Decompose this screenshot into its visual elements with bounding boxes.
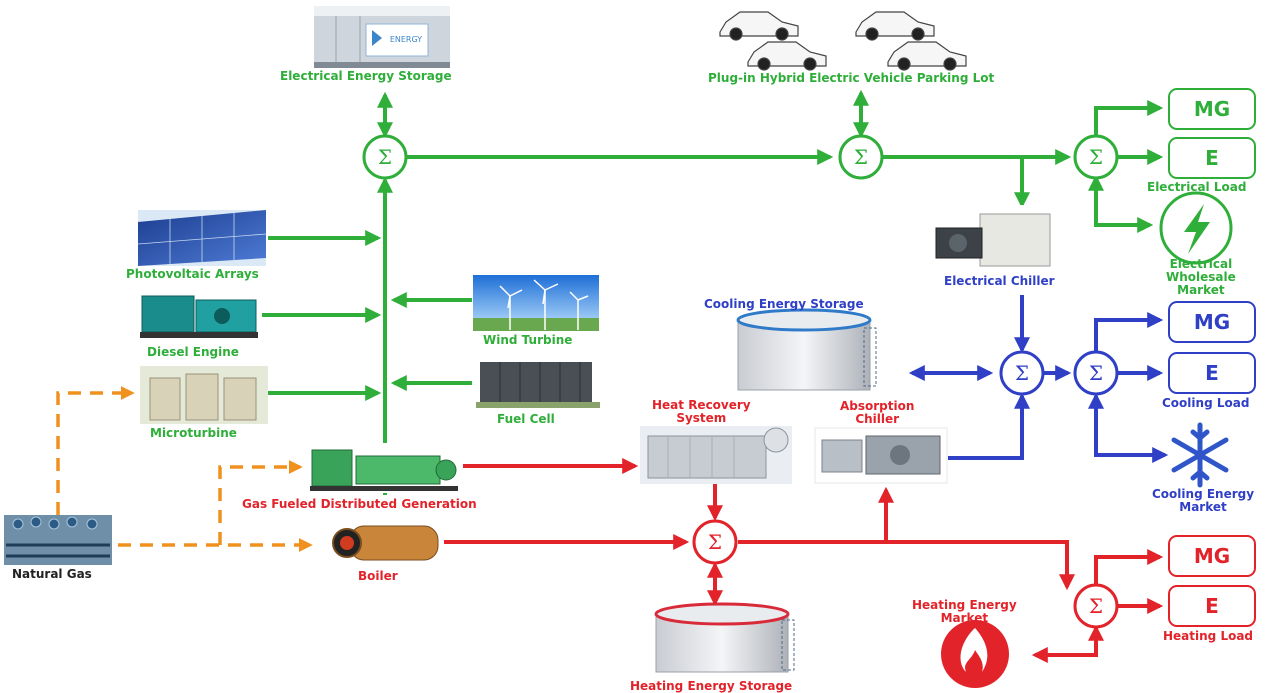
label-ewm-line1: Electrical (1169, 257, 1233, 271)
flame-icon (941, 620, 1009, 688)
label-fuel-cell: Fuel Cell (497, 412, 555, 426)
snowflake-icon (1171, 422, 1229, 488)
label-electrical-energy-storage: Electrical Energy Storage (280, 69, 452, 83)
label-heating-energy-market: Heating Energy Market (912, 599, 1017, 625)
natural-gas-image (4, 515, 112, 565)
label-heating-market-line1: Heating Energy (912, 598, 1017, 612)
electrical-storage-image: ENERGY (314, 6, 450, 68)
label-absorption-chiller: Absorption Chiller (840, 400, 914, 426)
label-natural-gas: Natural Gas (12, 567, 92, 581)
electrical-load-box: E (1168, 137, 1256, 179)
cooling-mg-text: MG (1193, 310, 1231, 334)
label-photovoltaic-arrays: Photovoltaic Arrays (126, 267, 259, 281)
label-cooling-load: Cooling Load (1162, 396, 1250, 410)
heating-load-box: E (1168, 585, 1256, 627)
cooling-load-box: E (1168, 352, 1256, 394)
label-absorption-line2: Chiller (855, 412, 900, 426)
sum-node-heating-1: Σ (692, 519, 738, 565)
label-gas-fueled-dg: Gas Fueled Distributed Generation (242, 497, 477, 511)
gas-dg-image (306, 443, 462, 493)
svg-text:Σ: Σ (378, 145, 392, 169)
photovoltaic-image (137, 210, 267, 266)
label-cem-line1: Cooling Energy (1152, 487, 1255, 501)
sum-node-electrical-3: Σ (1073, 134, 1119, 180)
wind-turbine-image (473, 275, 599, 331)
sum-node-heating-2: Σ (1073, 583, 1119, 629)
heating-mg-box: MG (1168, 535, 1256, 577)
svg-text:Σ: Σ (1089, 594, 1103, 618)
label-diesel-engine: Diesel Engine (147, 345, 239, 359)
svg-text:Σ: Σ (708, 530, 722, 554)
microturbine-image (140, 366, 268, 424)
svg-text:Σ: Σ (1015, 361, 1029, 385)
heating-mg-text: MG (1193, 544, 1231, 568)
cooling-storage-image (736, 308, 877, 391)
energy-storage-sign-text: ENERGY (390, 35, 422, 44)
sum-node-electrical-1: Σ (362, 134, 408, 180)
label-ewm-line3: Market (1177, 283, 1225, 297)
svg-text:Σ: Σ (1089, 145, 1103, 169)
label-wind-turbine: Wind Turbine (483, 333, 573, 347)
absorption-chiller-image (814, 427, 948, 484)
summation-nodes: Σ Σ Σ Σ Σ Σ Σ (362, 134, 1119, 629)
cooling-flows (908, 295, 1169, 463)
label-cem-line2: Market (1179, 500, 1227, 514)
label-heat-recovery-line1: Heat Recovery (652, 398, 751, 412)
label-ewm-line2: Wholesale (1166, 270, 1236, 284)
label-heat-recovery-line2: System (676, 411, 727, 425)
svg-text:Σ: Σ (854, 145, 868, 169)
boiler-image (328, 520, 442, 566)
label-heating-load: Heating Load (1163, 629, 1254, 643)
natural-gas-flows (56, 386, 313, 552)
heating-flows (444, 458, 1164, 663)
diesel-engine-image (136, 290, 262, 342)
phev-cars-image (719, 11, 967, 71)
label-absorption-line1: Absorption (840, 399, 915, 413)
svg-text:Σ: Σ (1089, 361, 1103, 385)
fuel-cell-image (476, 358, 600, 408)
electrical-e-text: E (1205, 146, 1219, 170)
label-cooling-energy-market: Cooling Energy Market (1152, 488, 1254, 514)
sum-node-electrical-2: Σ (838, 134, 884, 180)
lightning-icon (1159, 191, 1233, 265)
sum-node-cooling-1: Σ (999, 350, 1045, 396)
label-boiler: Boiler (358, 569, 398, 583)
label-electrical-load: Electrical Load (1147, 180, 1247, 194)
electrical-chiller-image (930, 205, 1052, 275)
electrical-mg-box: MG (1168, 88, 1256, 130)
cooling-mg-box: MG (1168, 301, 1256, 343)
label-heating-energy-storage: Heating Energy Storage (630, 679, 793, 693)
label-heating-market-line2: Market (940, 611, 989, 625)
label-heat-recovery-system: Heat Recovery System (652, 399, 751, 425)
label-microturbine: Microturbine (150, 426, 237, 440)
sum-node-cooling-2: Σ (1073, 350, 1119, 396)
heat-recovery-image (640, 426, 792, 484)
electrical-flows (262, 89, 1164, 495)
label-phev-parking-lot: Plug-in Hybrid Electric Vehicle Parking … (708, 71, 995, 85)
cooling-e-text: E (1205, 361, 1219, 385)
heating-storage-image (654, 602, 795, 673)
heating-e-text: E (1205, 594, 1219, 618)
label-electrical-chiller: Electrical Chiller (944, 274, 1055, 288)
label-cooling-energy-storage: Cooling Energy Storage (704, 297, 864, 311)
electrical-mg-text: MG (1193, 97, 1231, 121)
label-electrical-wholesale-market: Electrical Wholesale Market (1166, 258, 1236, 297)
